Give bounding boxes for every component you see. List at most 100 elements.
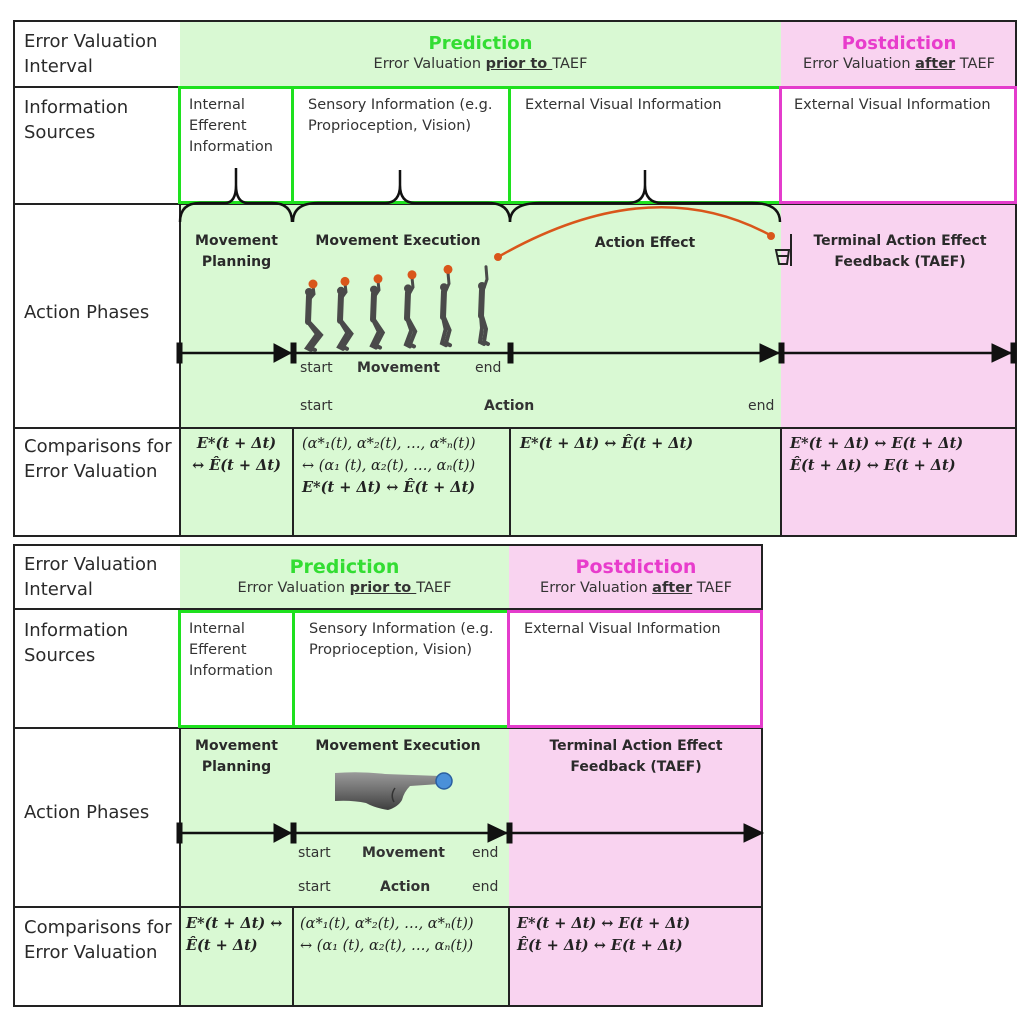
comparison-line: ↔ (α₁ (t), α₂(t), …, αₙ(t)) (300, 938, 474, 954)
comparison-line: Ê(t + Δt) (186, 937, 258, 954)
table-border-left (13, 544, 15, 1007)
subtitle-text: TAEF (416, 580, 452, 596)
athlete-head (370, 285, 378, 294)
source-braces (178, 168, 782, 223)
row-label-phases: Action Phases (24, 802, 150, 823)
athlete-head (404, 284, 412, 293)
source-line: External Visual Information (794, 97, 991, 113)
timeline-arrowhead (743, 823, 765, 843)
row-label-interval: Error Valuation Interval (13, 29, 157, 79)
action-label: Action (484, 398, 535, 414)
column-divider (508, 906, 510, 1007)
source-line: Sensory Information (e.g. (309, 621, 494, 637)
postdiction-header: Postdiction Error Valuation after TAEF (781, 33, 1017, 72)
athlete-limb (406, 276, 415, 298)
table-border-right (1015, 20, 1017, 537)
phase-action-effect: Action Effect (560, 233, 730, 254)
athlete-head (440, 283, 448, 292)
subtitle-text: Error Valuation (237, 580, 350, 596)
subtitle-text: TAEF (955, 56, 995, 72)
phase-line: Feedback (TAEF) (570, 759, 702, 775)
comparison-line: ↔ Ê(t + Δt) (192, 457, 281, 474)
comparison-line: E*(t + Δt) ↔ (186, 915, 283, 932)
athlete-figure (304, 279, 324, 352)
subtitle-text: Error Valuation (803, 56, 916, 72)
source-external-visual-postdiction: External Visual Information (779, 86, 1017, 204)
subtitle-emphasis: prior to (349, 580, 417, 596)
ball-icon (407, 270, 417, 280)
phase-line: Movement Execution (315, 233, 481, 249)
comparison-line: Ê(t + Δt) ↔ E(t + Δt) (790, 457, 956, 474)
subtitle-text: Error Valuation (373, 56, 486, 72)
subtitle-emphasis: after (652, 580, 693, 596)
movement-start-label: start (300, 360, 333, 376)
row-label-sources: Information Sources (13, 618, 128, 668)
row-label-line: Error Valuation (24, 31, 158, 52)
movement-label: Movement (357, 360, 440, 376)
table-border-left (13, 20, 15, 537)
movement-label: Movement (362, 845, 445, 861)
brace-action-effect (508, 170, 782, 223)
source-line: Sensory Information (e.g. (308, 97, 493, 113)
timeline-tick (176, 822, 183, 844)
subtitle-emphasis: prior to (485, 56, 553, 72)
prediction-header: Prediction Error Valuation prior to TAEF (180, 556, 509, 596)
source-line: External Visual Information (524, 621, 721, 637)
prediction-title: Prediction (289, 556, 400, 578)
phase-line: Planning (201, 254, 272, 270)
row-label-line: Sources (24, 645, 96, 666)
comparison-postdiction: E*(t + Δt) ↔ E(t + Δt) Ê(t + Δt) ↔ E(t +… (790, 433, 1015, 477)
source-sensory: Sensory Information (e.g. Proprioception… (292, 610, 510, 728)
athlete-limb (307, 284, 316, 302)
basketball-hoop-icon (774, 234, 792, 266)
athlete-limb (339, 282, 348, 301)
source-line: External Visual Information (525, 97, 722, 113)
table-border-bottom (13, 535, 1017, 537)
timeline-arrowhead (487, 823, 509, 843)
source-line: Proprioception, Vision) (308, 118, 472, 134)
comparison-execution: (α*₁(t), α*₂(t), …, α*ₙ(t)) ↔ (α₁ (t), α… (302, 433, 512, 499)
label-column (13, 544, 180, 1007)
postdiction-title: Postdiction (841, 33, 957, 54)
timeline (176, 822, 765, 844)
source-line: Efferent (189, 118, 247, 134)
action-end-label: end (748, 398, 775, 414)
comparison-postdiction: E*(t + Δt) ↔ E(t + Δt) Ê(t + Δt) ↔ E(t +… (517, 913, 757, 957)
phase-line: Planning (201, 759, 272, 775)
row-divider (13, 608, 763, 610)
comparison-line: E*(t + Δt) ↔ E(t + Δt) (517, 915, 691, 932)
phase-line: Action Effect (594, 235, 696, 251)
timeline-arrowhead (759, 343, 781, 363)
athlete-figure (369, 274, 386, 350)
comparison-line: E*(t + Δt) ↔ E(t + Δt) (790, 435, 964, 452)
subtitle-emphasis: after (915, 56, 956, 72)
row-label-line: Comparisons for (24, 436, 172, 457)
column-divider (780, 427, 782, 536)
row-divider (13, 203, 1017, 205)
comparison-planning: E*(t + Δt) ↔ Ê(t + Δt) (180, 433, 293, 477)
ball-trajectory (497, 205, 771, 259)
athlete-limb (442, 315, 452, 348)
athlete-limb (372, 317, 386, 350)
comparison-action-effect: E*(t + Δt) ↔ Ê(t + Δt) (520, 433, 780, 455)
athlete-head (478, 282, 486, 290)
action-start-label: start (298, 879, 331, 895)
ball-icon (340, 276, 350, 286)
source-external-visual-postdiction: External Visual Information (507, 610, 763, 728)
column-divider (509, 427, 511, 536)
athlete-limb (339, 318, 354, 351)
column-divider (179, 608, 181, 1007)
row-label-phases: Action Phases (24, 302, 150, 323)
phase-movement-execution: Movement Execution (293, 736, 503, 757)
athlete-limb (406, 316, 418, 349)
ball-icon (443, 264, 453, 274)
table-border-bottom (13, 1005, 763, 1007)
athlete-figure (477, 265, 490, 346)
source-line: Proprioception, Vision) (309, 642, 473, 658)
comparison-line: Ê(t + Δt) ↔ E(t + Δt) (517, 937, 683, 954)
movement-end-label: end (475, 360, 502, 376)
comparison-line: E*(t + Δt) ↔ Ê(t + Δt) (520, 435, 694, 452)
athlete-figure (439, 264, 453, 348)
comparison-line: (α*₁(t), α*₂(t), …, α*ₙ(t)) (300, 916, 474, 932)
row-label-line: Error Valuation (24, 554, 158, 575)
